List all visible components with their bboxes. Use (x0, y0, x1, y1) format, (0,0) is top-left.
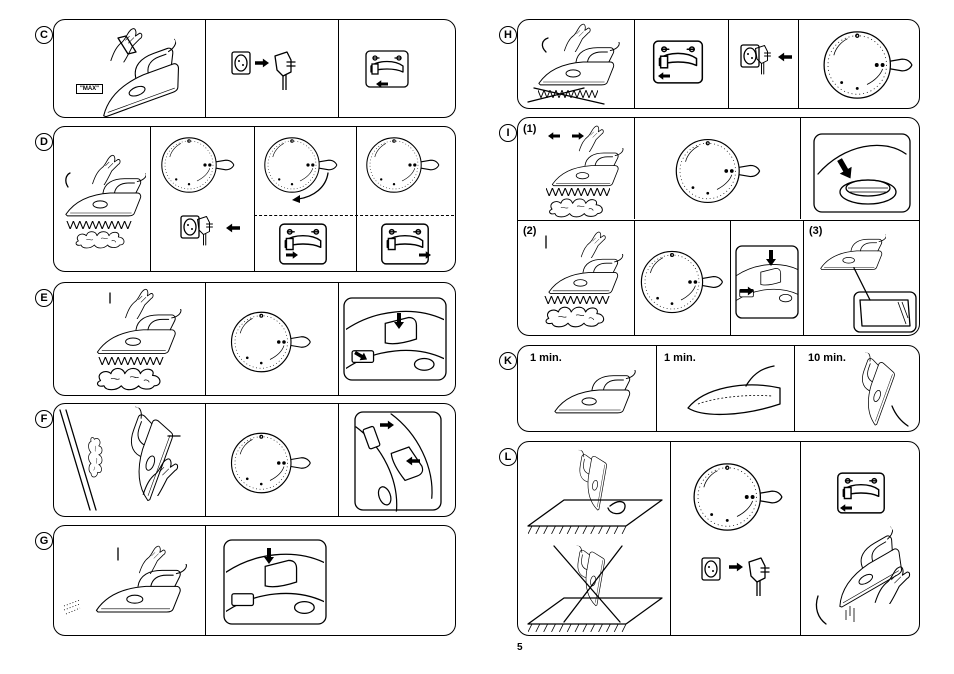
arrow-icon (226, 223, 240, 233)
arrow-icon (376, 80, 388, 88)
step-badge-g: G (35, 532, 53, 550)
iron-upright-illustration (524, 22, 630, 108)
steam-burst-button-icon (355, 412, 441, 510)
temperature-dial-icon (668, 134, 766, 208)
iron-soleplate-illustration (684, 364, 784, 424)
step-badge-i: I (499, 124, 517, 142)
iron-standing-illustration (836, 356, 912, 430)
wall-socket-icon (231, 51, 251, 75)
steam-burst-button-icon (224, 540, 326, 624)
step-k-panel: 1 min. 1 min. 10 min. (517, 345, 920, 432)
iron-self-clean-illustration (542, 124, 630, 220)
arrow-icon (354, 351, 368, 361)
arrow-icon (729, 562, 743, 572)
vertical-steaming-illustration (60, 406, 200, 514)
steam-burst-button-icon (344, 298, 446, 380)
step-badge-e: E (35, 289, 53, 307)
temperature-dial-icon (157, 133, 237, 197)
arrow-icon (264, 548, 274, 564)
arrow-icon (778, 52, 792, 62)
step-badge-f: F (35, 410, 53, 428)
self-clean-button-icon (814, 134, 910, 212)
step-l-panel (517, 441, 920, 636)
arrow-icon (840, 504, 852, 512)
step-badge-c: C (35, 26, 53, 44)
step-i-sub-1: (1) (523, 123, 536, 135)
temperature-dial-icon (688, 458, 786, 536)
step-e-panel (53, 282, 456, 396)
wall-socket-icon (701, 557, 721, 581)
step-badge-k: K (499, 352, 517, 370)
iron-filling-water-illustration (68, 24, 198, 114)
steam-slider-icon (277, 223, 329, 265)
temperature-dial-icon (226, 307, 314, 377)
iron-on-heel-illustration (58, 151, 148, 251)
iron-emptying-water-illustration (810, 536, 918, 630)
arrow-icon (658, 72, 670, 80)
step-badge-l: L (499, 448, 517, 466)
iron-self-clean-shake-illustration (538, 230, 630, 330)
step-g-panel (53, 525, 456, 636)
step-h-panel (517, 19, 920, 109)
arrow-icon (766, 250, 776, 266)
arrow-icon (394, 313, 404, 329)
step-badge-d: D (35, 133, 53, 151)
plug-icon (196, 213, 214, 247)
rotation-arrow-icon (292, 173, 332, 203)
iron-steaming-illustration (80, 287, 190, 393)
temperature-dial-icon (362, 133, 442, 197)
iron-storage-incorrect-illustration (524, 538, 666, 634)
arrow-icon (380, 420, 394, 430)
iron-storage-correct-illustration (524, 446, 666, 536)
plug-icon (754, 42, 772, 76)
iron-cooling-illustration (544, 364, 640, 424)
step-f-panel (53, 403, 456, 517)
arrow-icon (255, 58, 269, 68)
max-label: "MAX" (76, 84, 103, 94)
temperature-dial-icon (818, 26, 916, 104)
temperature-dial-icon (226, 428, 314, 498)
arrow-icon (740, 286, 754, 296)
step-i-panel: (1) (2) (3) (517, 117, 920, 336)
step-d-panel (53, 126, 456, 272)
arrow-icon (406, 456, 420, 466)
step-badge-h: H (499, 26, 517, 44)
arrow-icon (286, 251, 298, 259)
iron-sole-cleaning-illustration (814, 228, 918, 334)
plug-icon (747, 556, 771, 596)
cooling-time-2: 1 min. (664, 352, 696, 364)
temperature-dial-icon (636, 246, 726, 318)
iron-spraying-illustration (62, 540, 198, 630)
arrow-icon (419, 251, 431, 259)
step-i-sub-2: (2) (523, 225, 536, 237)
page-number: 5 (517, 642, 523, 653)
step-c-panel: "MAX" (53, 19, 456, 118)
cooling-time-1: 1 min. (530, 352, 562, 364)
plug-icon (273, 50, 297, 90)
